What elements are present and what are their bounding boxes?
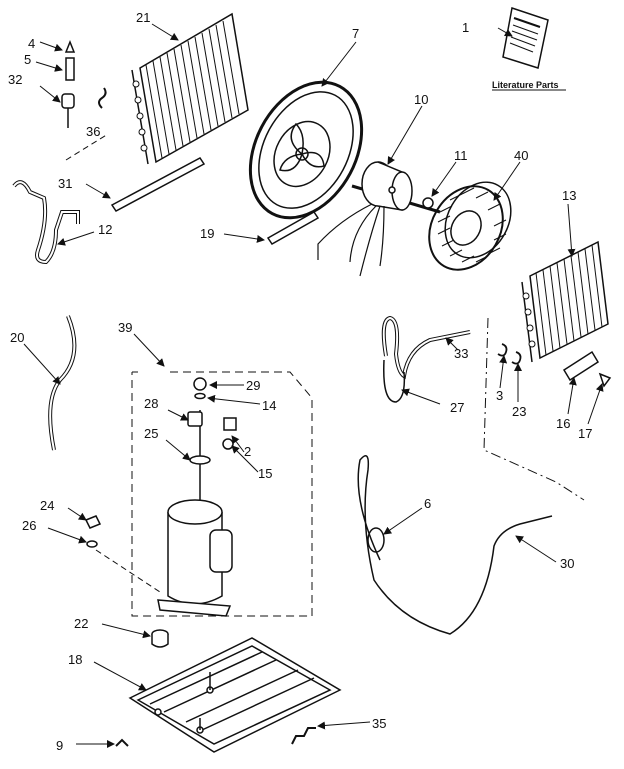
tube-33	[382, 316, 471, 378]
callout-14: 14	[262, 398, 276, 413]
refrigerant-path	[483, 317, 585, 501]
callout-1: 1	[462, 20, 469, 35]
washer-26	[86, 540, 98, 548]
callout-2: 2	[244, 444, 251, 459]
part-9	[115, 738, 129, 747]
callout-28: 28	[144, 396, 158, 411]
callout-24: 24	[40, 498, 54, 513]
callout-10: 10	[414, 92, 428, 107]
nut-24	[84, 515, 102, 529]
base-pan	[128, 637, 342, 753]
callout-36: 36	[86, 124, 100, 139]
callout-39: 39	[118, 320, 132, 335]
callout-19: 19	[200, 226, 214, 241]
blower-wheel	[428, 181, 512, 271]
callout-9: 9	[56, 738, 63, 753]
callout-30: 30	[560, 556, 574, 571]
callout-18: 18	[68, 652, 82, 667]
capillary-tube	[357, 455, 553, 635]
callout-22: 22	[74, 616, 88, 631]
tube-27	[383, 359, 406, 403]
callout-12: 12	[98, 222, 112, 237]
leader-lines	[23, 23, 604, 748]
callout-35: 35	[372, 716, 386, 731]
callout-6: 6	[424, 496, 431, 511]
compressor-assembly-box	[131, 371, 313, 617]
motor-wires	[317, 203, 385, 277]
callout-23: 23	[512, 404, 526, 419]
callout-33: 33	[454, 346, 468, 361]
literature-parts-booklet	[502, 7, 549, 69]
callout-11: 11	[454, 148, 468, 163]
nut-11	[422, 197, 434, 209]
callout-25: 25	[144, 426, 158, 441]
callout-31: 31	[58, 176, 72, 191]
tube-loop-6	[367, 527, 385, 553]
harness-20	[49, 315, 76, 451]
fan-shroud	[248, 80, 364, 220]
callout-4: 4	[28, 36, 35, 51]
callout-13: 13	[562, 188, 576, 203]
callout-7: 7	[352, 26, 359, 41]
grommet-22	[151, 629, 169, 648]
callout-27: 27	[450, 400, 464, 415]
callout-5: 5	[24, 52, 31, 67]
callout-16: 16	[556, 416, 570, 431]
part-16	[562, 350, 600, 382]
strap-19	[266, 211, 320, 245]
callout-32: 32	[8, 72, 22, 87]
part-35	[291, 727, 316, 745]
callouts: 1 4 5 32 36 31 21 7 10 11 40 13 12 19 20…	[8, 10, 592, 753]
callout-21: 21	[136, 10, 150, 25]
callout-3: 3	[496, 388, 503, 403]
clip-3	[497, 343, 508, 357]
callout-26: 26	[22, 518, 36, 533]
part-17	[598, 372, 612, 388]
cap-tube-fittings	[61, 39, 76, 128]
clip-23	[511, 351, 522, 365]
evaporator-coil	[521, 240, 609, 363]
callout-40: 40	[514, 148, 528, 163]
condenser-coil	[131, 12, 249, 165]
callout-15: 15	[258, 466, 272, 481]
tube-12	[13, 181, 79, 264]
callout-20: 20	[10, 330, 24, 345]
clip-36	[98, 87, 107, 109]
literature-parts-caption: Literature Parts	[492, 80, 559, 90]
compressor	[157, 377, 233, 617]
condenser-bracket	[110, 157, 206, 212]
callout-17: 17	[578, 426, 592, 441]
compressor-fittings	[222, 417, 237, 450]
callout-29: 29	[246, 378, 260, 393]
